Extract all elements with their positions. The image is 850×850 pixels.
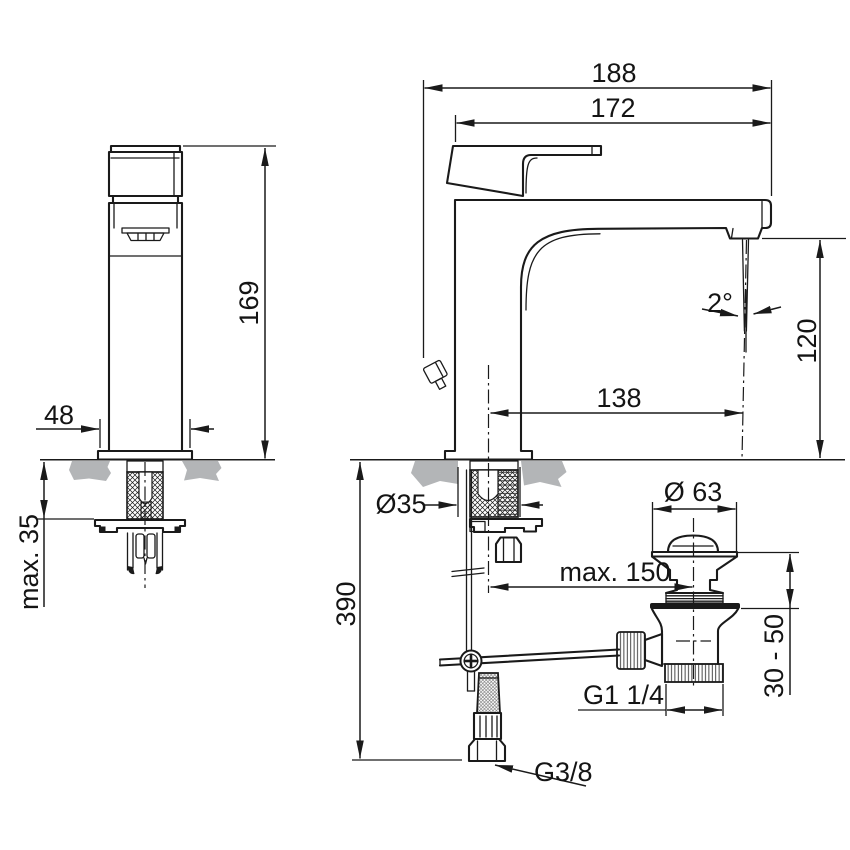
waste-inlet-cone xyxy=(643,632,664,668)
counter-side-right xyxy=(521,461,567,487)
base-flange-front xyxy=(96,449,194,461)
dim-label-2deg: 2° xyxy=(707,288,733,318)
counter-front-right xyxy=(182,461,222,481)
front-view xyxy=(93,144,194,588)
dim-deck-thickness-max35: max. 35 xyxy=(14,462,48,610)
dim-waste-cap-dia63: Ø 63 xyxy=(653,477,736,513)
aerator-front xyxy=(121,227,170,242)
dim-front-width-48: 48 xyxy=(36,400,214,433)
counter-side-left xyxy=(411,461,458,487)
dim-stream-angle-2deg: 2° xyxy=(701,288,782,318)
dim-rod-to-drain-max150: max. 150 xyxy=(490,557,693,591)
washer-plate-front xyxy=(93,518,187,534)
dim-front-height-169: 169 xyxy=(234,148,269,459)
pop-up-waste xyxy=(616,518,740,688)
pull-rod-thread-front xyxy=(140,501,152,520)
dim-total-depth-188: 188 xyxy=(424,58,771,92)
dim-label-g38: G3/8 xyxy=(534,757,593,787)
dim-body-depth-172: 172 xyxy=(456,93,771,127)
dim-label-48: 48 xyxy=(44,400,74,430)
lever-bend-line xyxy=(525,157,538,194)
countertop-sections xyxy=(40,458,845,487)
stream-centerline xyxy=(741,239,748,460)
pop-up-rod-assembly xyxy=(438,469,621,692)
dim-below-deck-390: 390 xyxy=(331,462,364,759)
plate-tab xyxy=(469,520,486,533)
extension-lines xyxy=(36,80,846,761)
hex-nut-side xyxy=(494,536,523,564)
body-and-spout-side xyxy=(443,198,773,461)
dim-hole-diameter-35: Ø35 xyxy=(375,489,543,519)
side-view xyxy=(423,144,773,763)
hose-hex-nut xyxy=(467,737,507,763)
supply-tails-front xyxy=(126,532,164,575)
dim-waste-thread-g114: G1 1/4 xyxy=(583,680,722,714)
dim-spout-reach-138: 138 xyxy=(490,383,743,417)
dim-label-g114: G1 1/4 xyxy=(583,680,664,710)
dim-label-dia35: Ø35 xyxy=(375,489,426,519)
stud-thread-side xyxy=(497,469,519,518)
dim-label-30-50: 30 - 50 xyxy=(759,614,789,698)
water-stream xyxy=(741,239,750,460)
aerator-step-side xyxy=(730,227,734,239)
dim-label-max35: max. 35 xyxy=(14,514,44,610)
side-mounting-assembly xyxy=(468,365,544,593)
dim-label-172: 172 xyxy=(590,93,635,123)
dim-supply-thread-g38: G3/8 xyxy=(494,757,593,787)
dim-label-120: 120 xyxy=(792,318,822,363)
waste-gasket xyxy=(650,603,740,609)
dim-label-max150: max. 150 xyxy=(559,557,670,587)
waste-thread-upper xyxy=(665,592,724,604)
rod-break-mark xyxy=(451,567,485,573)
counter-front-left xyxy=(69,461,111,481)
pull-rod-knob xyxy=(423,359,448,391)
dim-deck-range-30-50: 30 - 50 xyxy=(759,554,794,698)
dim-label-188: 188 xyxy=(591,58,636,88)
dim-label-dia63: Ø 63 xyxy=(664,477,723,507)
dim-label-390: 390 xyxy=(331,581,361,626)
knurled-nut xyxy=(616,631,646,670)
hose-braid xyxy=(476,672,501,714)
dim-outlet-height-120: 120 xyxy=(792,240,824,458)
supply-hose xyxy=(467,672,507,763)
stud-channel-side xyxy=(477,469,499,502)
dim-label-138: 138 xyxy=(596,383,641,413)
front-mounting-assembly xyxy=(93,460,187,588)
lever-handle-side xyxy=(445,144,603,198)
dimensions: 188 172 169 48 max. 35 120 138 xyxy=(14,58,824,787)
dim-label-169: 169 xyxy=(234,280,264,325)
body-bend-inner-line xyxy=(525,233,601,311)
